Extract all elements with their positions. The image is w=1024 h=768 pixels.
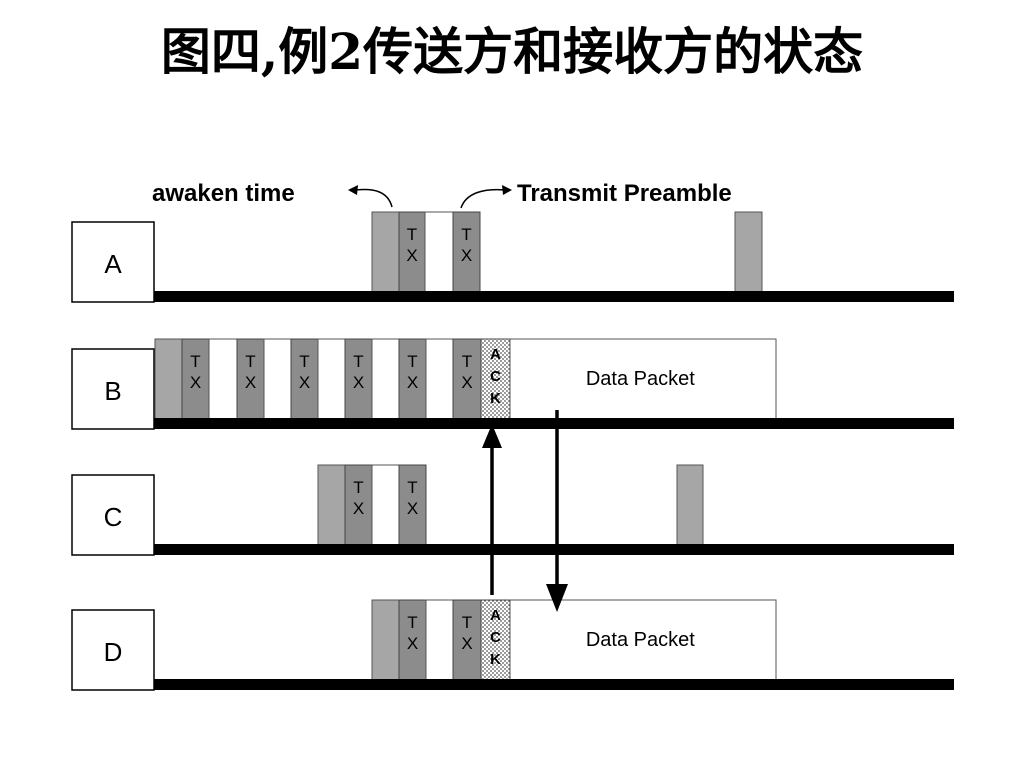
data-packet-slot bbox=[509, 599, 777, 682]
tx-letter-t: T bbox=[353, 478, 363, 497]
idle-gap bbox=[208, 338, 238, 421]
row-label: A bbox=[104, 249, 122, 279]
tx-letter-t: T bbox=[190, 352, 200, 371]
tx-preamble-slot bbox=[452, 338, 482, 421]
row-label-box bbox=[71, 348, 155, 430]
tx-preamble-slot bbox=[344, 338, 373, 421]
timeline-baseline bbox=[154, 418, 954, 429]
tx-letter-t: T bbox=[407, 225, 417, 244]
transmit-preamble-arrowhead bbox=[502, 185, 512, 195]
tx-letter-x: X bbox=[407, 634, 418, 653]
awake-slot bbox=[676, 464, 704, 547]
awaken-time-arrow bbox=[355, 188, 393, 208]
tx-letter-t: T bbox=[245, 352, 255, 371]
data-packet-slot bbox=[509, 338, 777, 421]
row-label-box bbox=[71, 474, 155, 556]
tx-letter-t: T bbox=[407, 613, 417, 632]
tx-letter-x: X bbox=[299, 373, 310, 392]
tx-letter-t: T bbox=[407, 478, 417, 497]
tx-letter-t: T bbox=[299, 352, 309, 371]
ack-letter: C bbox=[490, 368, 501, 385]
idle-gap bbox=[424, 211, 454, 294]
tx-letter-t: T bbox=[462, 352, 472, 371]
tx-preamble-slot bbox=[398, 464, 427, 547]
row-label: B bbox=[104, 376, 121, 406]
tx-letter-x: X bbox=[407, 499, 418, 518]
awake-slot bbox=[371, 599, 400, 682]
tx-letter-x: X bbox=[407, 373, 418, 392]
data-arrow-head bbox=[546, 584, 568, 612]
data-packet-label: Data Packet bbox=[586, 629, 695, 651]
tx-preamble-slot bbox=[344, 464, 373, 547]
tx-preamble-slot bbox=[398, 599, 427, 682]
tx-letter-x: X bbox=[353, 373, 364, 392]
idle-gap bbox=[371, 464, 400, 547]
tx-letter-t: T bbox=[353, 352, 363, 371]
tx-letter-t: T bbox=[461, 225, 471, 244]
row-label-box bbox=[71, 221, 155, 303]
row-label: D bbox=[104, 637, 123, 667]
ack-letter: A bbox=[490, 607, 501, 624]
idle-gap bbox=[371, 338, 400, 421]
timeline-baseline bbox=[154, 291, 954, 302]
awaken-time-label: awaken time bbox=[152, 180, 295, 207]
awake-slot bbox=[734, 211, 763, 294]
tx-letter-x: X bbox=[461, 246, 472, 265]
tx-preamble-slot bbox=[452, 599, 482, 682]
ack-letter: A bbox=[490, 346, 501, 363]
tx-letter-x: X bbox=[245, 373, 256, 392]
awake-slot bbox=[154, 338, 183, 421]
awake-slot bbox=[371, 211, 400, 294]
idle-gap bbox=[425, 338, 454, 421]
timeline-baseline bbox=[154, 544, 954, 555]
data-packet-label: Data Packet bbox=[586, 368, 695, 390]
tx-letter-x: X bbox=[406, 246, 417, 265]
ack-letter: C bbox=[490, 629, 501, 646]
idle-gap bbox=[425, 599, 454, 682]
tx-letter-x: X bbox=[353, 499, 364, 518]
timeline-baseline bbox=[154, 679, 954, 690]
ack-arrow-head bbox=[482, 424, 502, 448]
tx-letter-x: X bbox=[190, 373, 201, 392]
slide-title: 图四,例2传送方和接收方的状态 bbox=[160, 22, 864, 81]
transmit-preamble-label: Transmit Preamble bbox=[517, 180, 732, 207]
tx-preamble-slot bbox=[398, 338, 427, 421]
tx-letter-x: X bbox=[461, 373, 472, 392]
idle-gap bbox=[317, 338, 346, 421]
awaken-time-arrowhead bbox=[348, 185, 358, 195]
tx-letter-t: T bbox=[407, 352, 417, 371]
tx-preamble-slot bbox=[398, 211, 426, 294]
tx-letter-x: X bbox=[461, 634, 472, 653]
idle-gap bbox=[263, 338, 292, 421]
tx-preamble-slot bbox=[452, 211, 481, 294]
row-label-box bbox=[71, 609, 155, 691]
ack-letter: K bbox=[490, 390, 501, 407]
transmit-preamble-arrow bbox=[460, 188, 506, 209]
row-label: C bbox=[104, 502, 123, 532]
awake-slot bbox=[317, 464, 346, 547]
ack-slot bbox=[480, 599, 511, 682]
ack-letter: K bbox=[490, 651, 501, 668]
tx-letter-t: T bbox=[462, 613, 472, 632]
